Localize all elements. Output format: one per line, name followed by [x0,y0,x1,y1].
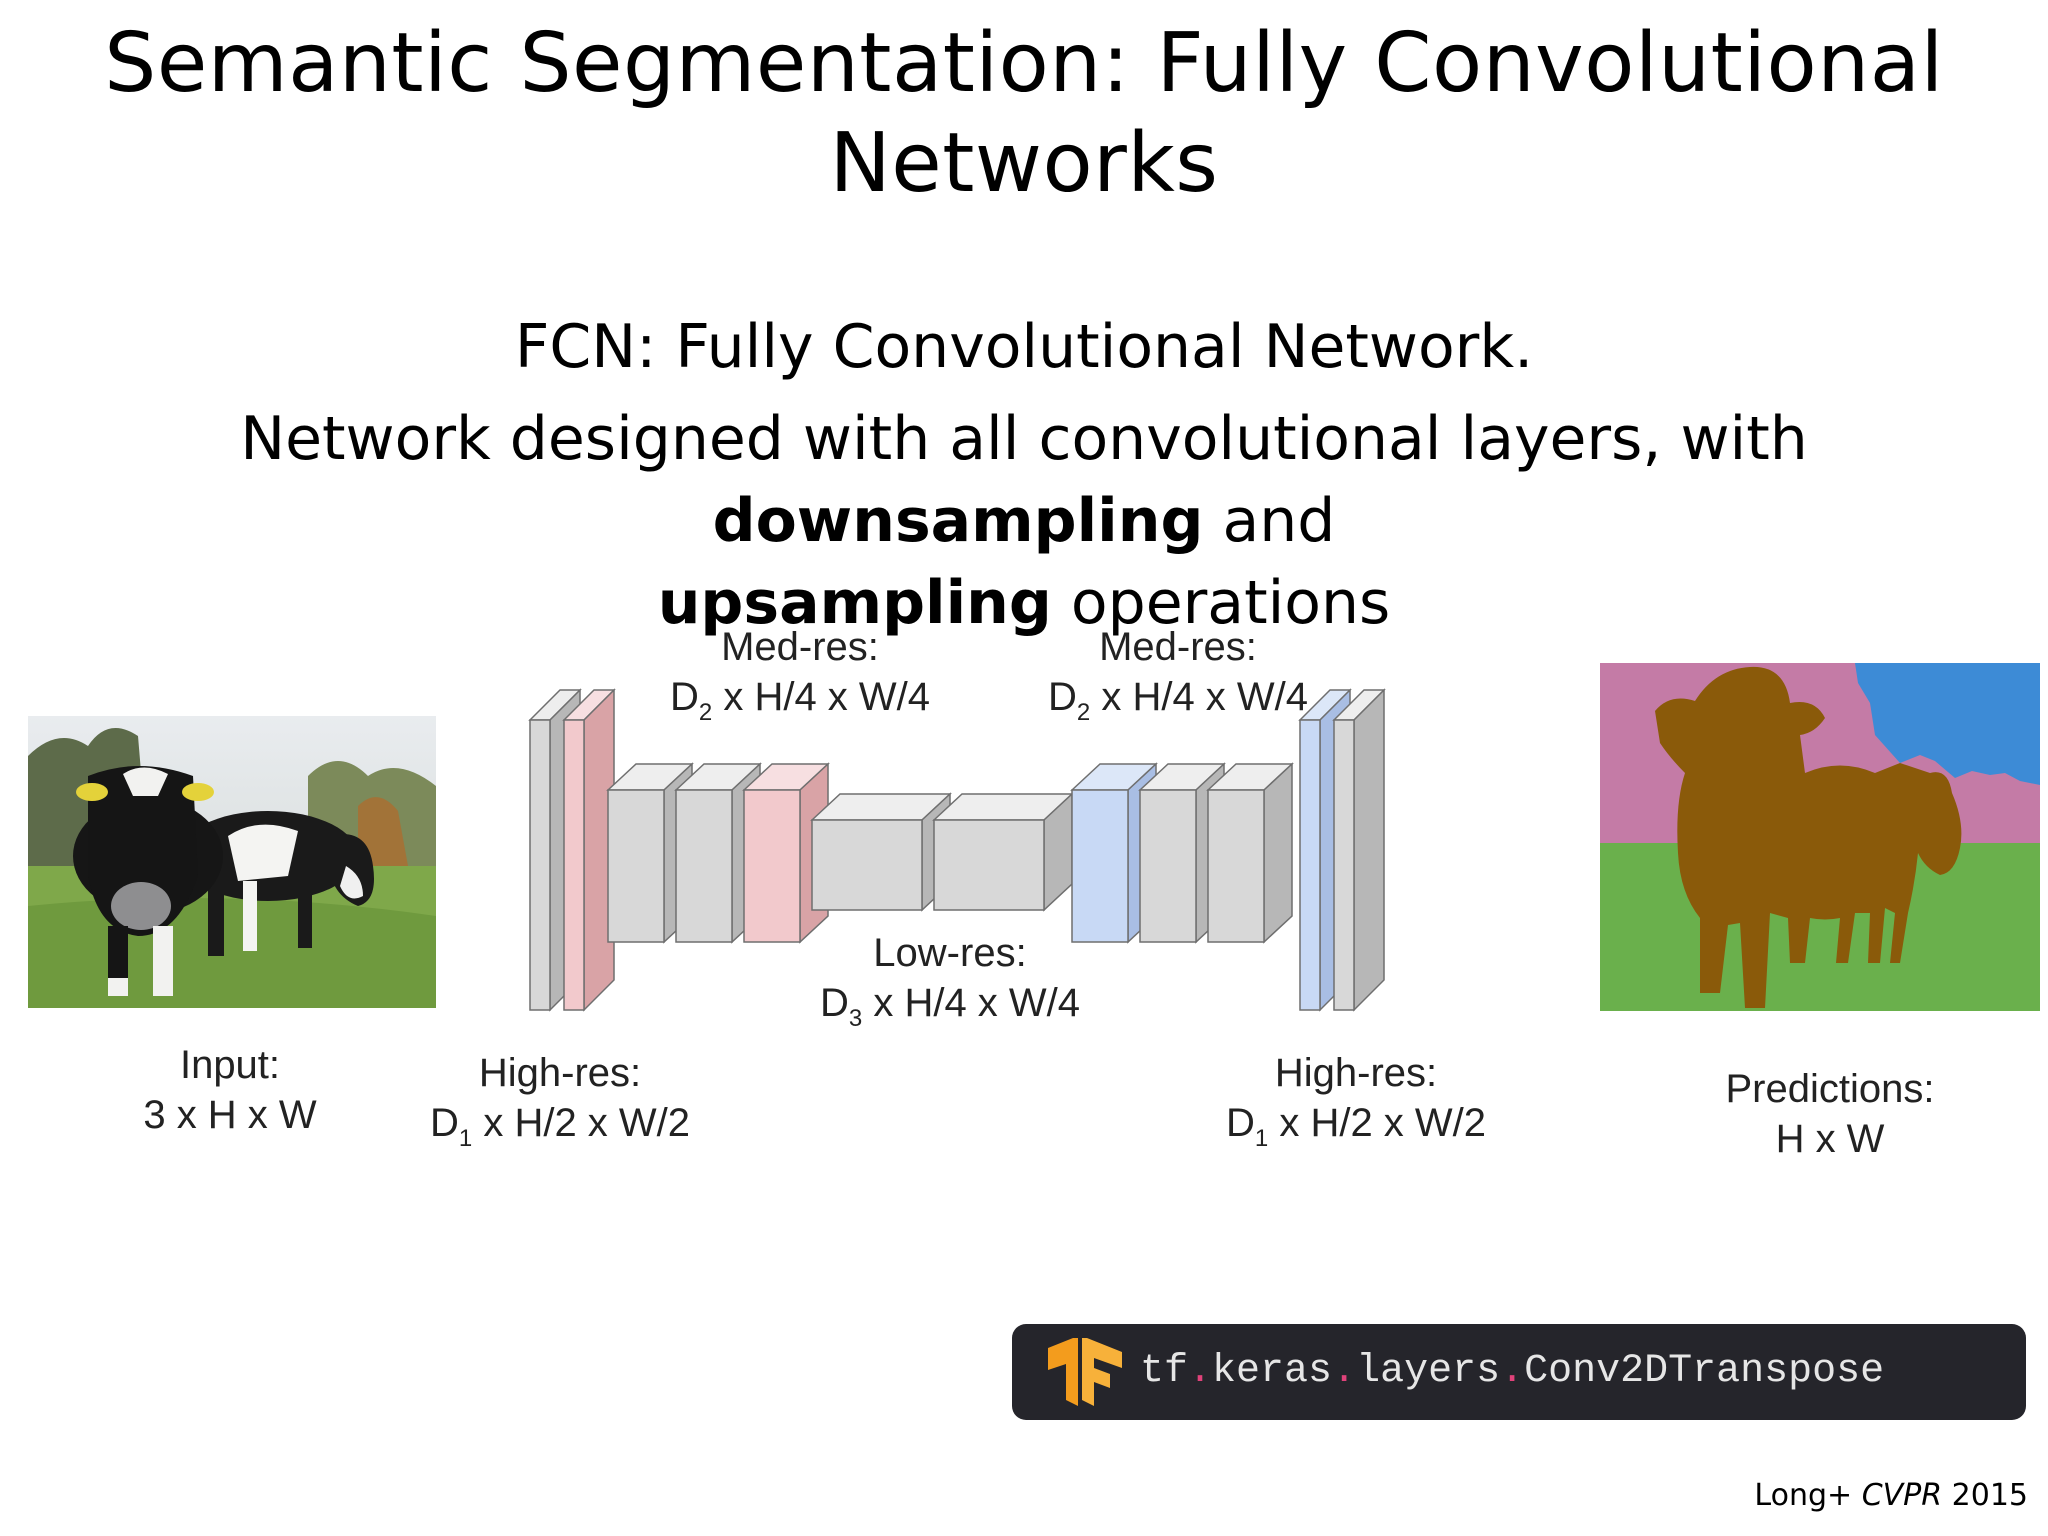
layer-highres-3-front-face [1299,719,1321,1011]
layer-medres-6-front-face [1207,789,1265,943]
label-med-res-left-dims: D2 x H/4 x W/4 [640,672,960,725]
layer-highres-4 [1332,688,1386,1012]
layer-lowres-2-front-face [933,819,1045,911]
label-high-res-left: High-res: D1 x H/2 x W/2 [400,1048,720,1151]
label-high-res-right-title: High-res: [1274,1051,1438,1095]
description: Network designed with all convolutional … [40,398,2008,644]
dim-subscript: 3 [848,1005,863,1032]
label-low-res: Low-res: D3 x H/4 x W/4 [790,928,1110,1031]
label-high-res-right: High-res: D1 x H/2 x W/2 [1196,1048,1516,1151]
layer-medres-6 [1206,762,1294,944]
citation-author: Long+ [1754,1478,1862,1513]
label-predictions-title: Predictions: [1725,1067,1935,1111]
code-keras: keras [1212,1349,1333,1394]
dim-rest: x H/2 x W/2 [472,1101,691,1145]
label-predictions: Predictions: H x W [1680,1064,1980,1164]
code-dot: . [1500,1349,1525,1394]
dim-symbol: D [669,675,699,719]
description-part3: operations [1051,568,1391,638]
dim-subscript: 1 [458,1125,473,1152]
citation: Long+ CVPR 2015 [1754,1476,2028,1516]
code-snippet-text: tf.keras.layers.Conv2DTranspose [1140,1348,1884,1396]
code-tf: tf [1140,1349,1189,1394]
citation-venue: CVPR [1861,1478,1943,1513]
label-med-res-right-title: Med-res: [1099,625,1257,669]
tensorflow-logo-icon [1048,1338,1122,1406]
layer-lowres-1-front-face [811,819,923,911]
code-dot: . [1332,1349,1357,1394]
dim-rest: x H/4 x W/4 [862,981,1081,1025]
slide-title: Semantic Segmentation: Fully Convolution… [104,16,1944,211]
pred-sky-blue [1855,663,2040,785]
dim-rest: x H/2 x W/2 [1268,1101,1487,1145]
label-low-res-title: Low-res: [873,931,1027,975]
code-conv2dtranspose: Conv2DTranspose [1524,1349,1885,1394]
dim-rest: x H/4 x W/4 [1090,675,1309,719]
layer-highres-1-front-face [529,719,551,1011]
dim-symbol: D [819,981,849,1025]
predictions-image [1600,663,2040,1011]
layer-medres-3-front-face [743,789,801,943]
label-med-res-right-dims: D2 x H/4 x W/4 [1018,672,1338,725]
layer-medres-1-front-face [607,789,665,943]
label-input-dims: 3 x H x W [143,1093,317,1137]
label-input: Input: 3 x H x W [110,1040,350,1140]
dim-subscript: 2 [698,699,713,726]
description-bold-downsampling: downsampling [712,486,1204,556]
label-high-res-left-dims: D1 x H/2 x W/2 [400,1098,720,1151]
dim-subscript: 2 [1076,699,1091,726]
label-med-res-left-title: Med-res: [721,625,879,669]
label-high-res-left-title: High-res: [478,1051,642,1095]
dim-symbol: D [1225,1101,1255,1145]
input-image [28,716,436,1008]
label-low-res-dims: D3 x H/4 x W/4 [790,978,1110,1031]
dim-symbol: D [1047,675,1077,719]
layer-medres-2-front-face [675,789,733,943]
description-part2: and [1203,486,1336,556]
layer-medres-4-front-face [1071,789,1129,943]
description-part1: Network designed with all convolutional … [240,404,1808,474]
layer-lowres-1 [810,792,952,912]
citation-year: 2015 [1942,1478,2028,1513]
dim-rest: x H/4 x W/4 [712,675,931,719]
label-med-res-left: Med-res: D2 x H/4 x W/4 [640,622,960,725]
pred-cow-brown [1655,666,1962,1008]
layer-lowres-2 [932,792,1074,912]
code-layers: layers [1356,1349,1501,1394]
layer-highres-4-front-face [1333,719,1355,1011]
dim-symbol: D [429,1101,459,1145]
layer-medres-5-front-face [1139,789,1197,943]
layer-highres-4-side-face [1353,688,1385,1012]
description-bold-upsampling: upsampling [657,568,1052,638]
code-dot: . [1188,1349,1213,1394]
label-med-res-right: Med-res: D2 x H/4 x W/4 [1018,622,1338,725]
layer-highres-2-front-face [563,719,585,1011]
layer-highres-2 [562,688,616,1012]
dim-subscript: 1 [1254,1125,1269,1152]
fcn-architecture-diagram [528,688,1386,1012]
code-snippet-box: tf.keras.layers.Conv2DTranspose [1012,1324,2026,1420]
subtitle: FCN: Fully Convolutional Network. [514,312,1534,382]
layer-medres-6-side-face [1263,762,1293,944]
label-predictions-dims: H x W [1775,1117,1885,1161]
label-high-res-right-dims: D1 x H/2 x W/2 [1196,1098,1516,1151]
label-input-title: Input: [179,1043,281,1087]
